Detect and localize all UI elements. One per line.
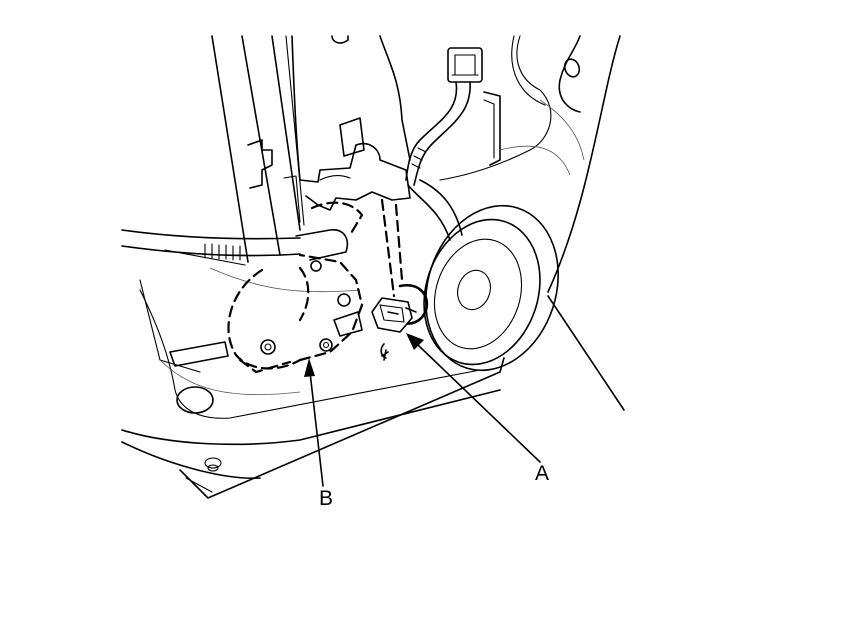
regulator-motor: [227, 253, 364, 374]
regulator-bracket: [291, 35, 411, 211]
regulator-cable: [121, 201, 364, 272]
door-frame-right: [439, 35, 625, 411]
glass-run-channel: [211, 35, 305, 263]
callout-label-a: A: [535, 462, 550, 485]
callout-label-b: B: [319, 487, 334, 510]
wire-harness: [405, 47, 501, 241]
connector-guides: [380, 198, 404, 361]
arrowhead-b: [304, 358, 315, 377]
arrowhead-a: [406, 333, 424, 350]
door-speaker: [423, 204, 559, 372]
connector-a: [371, 284, 429, 333]
leader-lines: [304, 333, 541, 487]
